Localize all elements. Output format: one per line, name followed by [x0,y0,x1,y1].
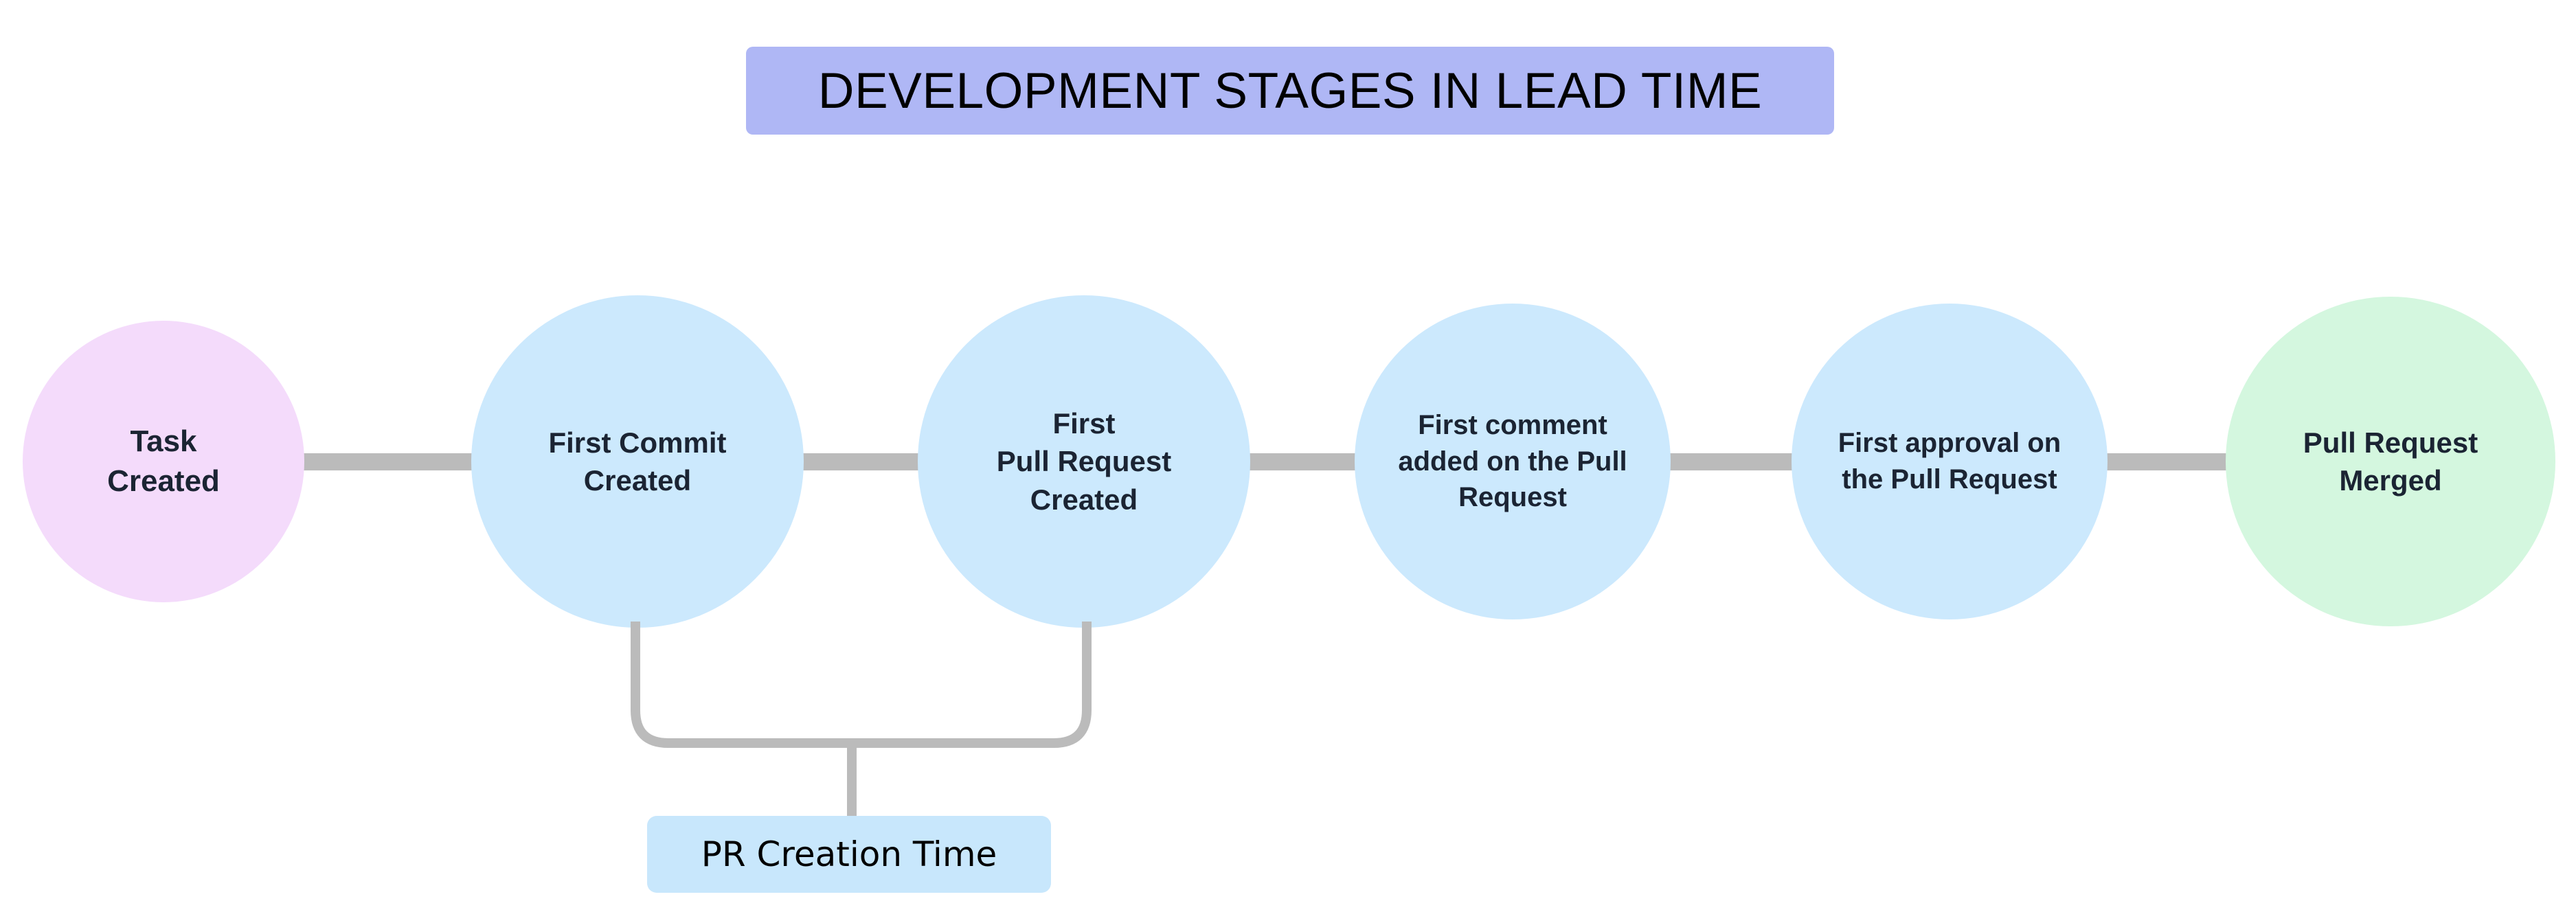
stage-node-first-pull-request[interactable]: First Pull Request Created [918,295,1250,628]
connector-line [302,453,474,470]
stage-node-label: First approval on the Pull Request [1838,428,2061,494]
stage-node-first-commit[interactable]: First Commit Created [471,295,804,628]
connector-line [2106,453,2227,470]
connector-line [1249,453,1356,470]
pr-creation-time-label: PR Creation Time [701,834,997,874]
connector-line [1669,453,1793,470]
stage-node-label: Task Created [107,424,220,498]
stage-node-pull-request-merged[interactable]: Pull Request Merged [2226,297,2555,626]
stage-node-task-created[interactable]: Task Created [23,321,304,602]
diagram-title-banner: DEVELOPMENT STAGES IN LEAD TIME [746,47,1834,135]
stage-node-first-approval[interactable]: First approval on the Pull Request [1792,304,2108,619]
page-title: DEVELOPMENT STAGES IN LEAD TIME [817,62,1763,119]
stage-node-label: First Commit Created [548,426,727,497]
bracket-path [631,622,1092,748]
connector-line [802,453,919,470]
stage-node-label: First Pull Request Created [996,407,1172,516]
pr-creation-time-chip: PR Creation Time [647,816,1051,893]
stage-node-label: Pull Request Merged [2303,426,2478,497]
stage-node-first-comment[interactable]: First comment added on the Pull Request [1355,304,1671,619]
stage-node-label: First comment added on the Pull Request [1398,409,1627,513]
